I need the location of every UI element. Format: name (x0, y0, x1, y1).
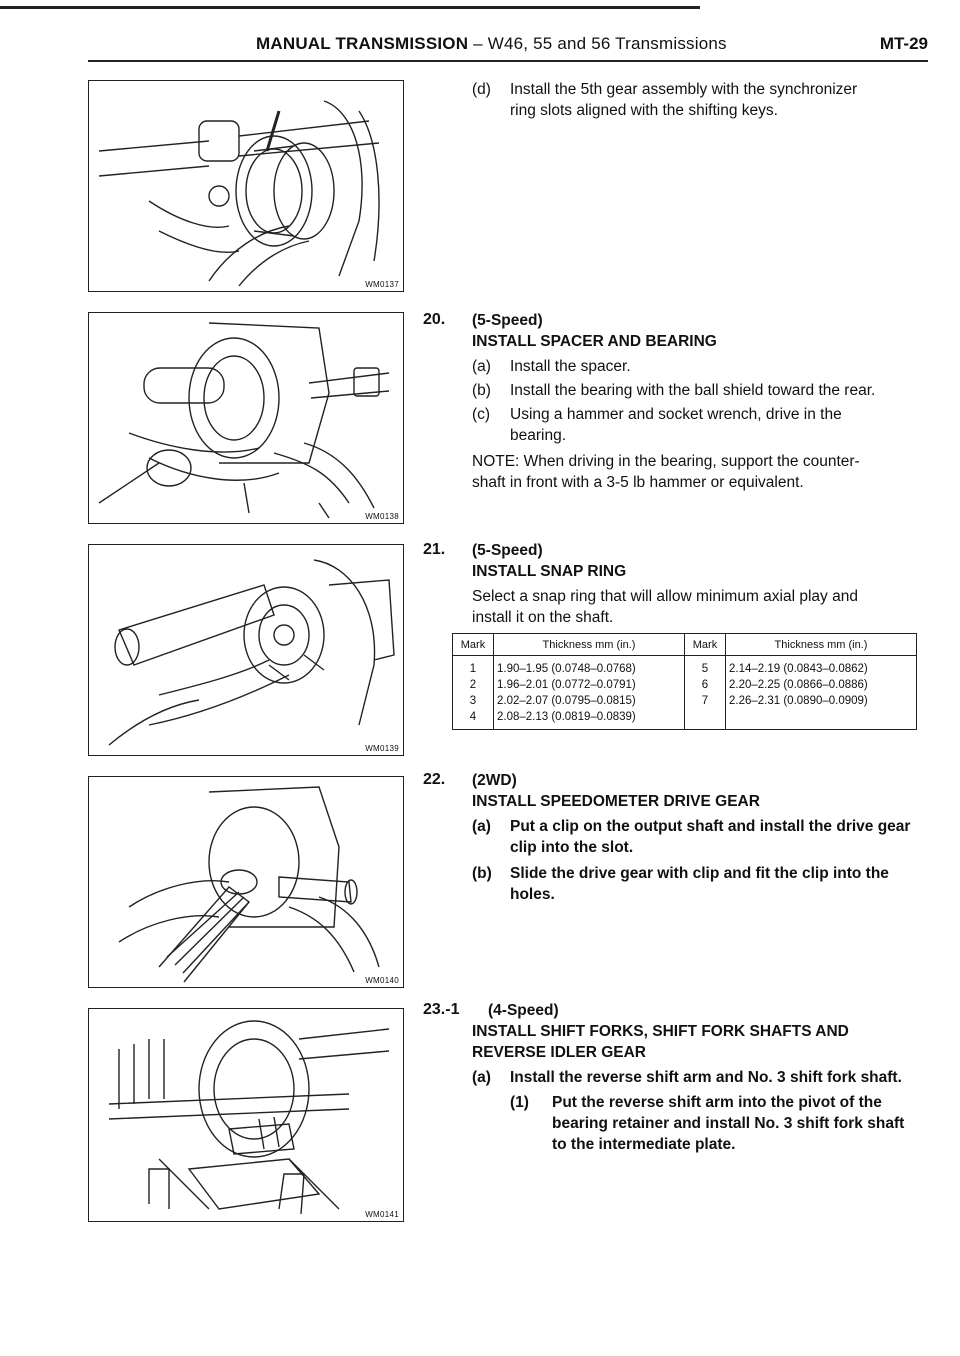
step-20-a-label: (a) (472, 358, 491, 375)
table-header-thickness: Thickness mm (in.) (725, 633, 917, 656)
figure-caption: WM0137 (365, 280, 399, 289)
figure-wm0139: WM0139 (88, 544, 404, 756)
figure-wm0137: WM0137 (88, 80, 404, 292)
top-rule (0, 6, 700, 9)
step-d-label: (d) (472, 81, 491, 98)
step-20-note-line2: shaft in front with a 3-5 lb hammer or e… (472, 474, 804, 491)
page-title: MANUAL TRANSMISSION – W46, 55 and 56 Tra… (256, 34, 727, 54)
page-header: MANUAL TRANSMISSION – W46, 55 and 56 Tra… (88, 30, 928, 62)
step-20-b-label: (b) (472, 382, 491, 399)
step-20-a-text: Install the spacer. (510, 358, 631, 375)
step-20-b-text: Install the bearing with the ball shield… (510, 382, 876, 399)
page-number: MT-29 (879, 34, 928, 53)
step-23-qualifier: (4-Speed) (488, 1002, 559, 1019)
step-22-b-line2: holes. (510, 886, 555, 903)
mark: 1 (469, 663, 477, 675)
figure-caption: WM0141 (365, 1210, 399, 1219)
table-header-row: Mark Thickness mm (in.) Mark Thickness m… (452, 633, 917, 656)
right-values-cell: 2.14–2.19 (0.0843–0.0862) 2.20–2.25 (0.0… (725, 655, 917, 730)
step-23-1-line3: to the intermediate plate. (552, 1136, 736, 1153)
snap-ring-table: Mark Thickness mm (in.) Mark Thickness m… (452, 633, 917, 730)
figure-wm0140: WM0140 (88, 776, 404, 988)
table-header-mark: Mark (684, 633, 726, 656)
step-23-1-line1: Put the reverse shift arm into the pivot… (552, 1094, 882, 1111)
left-marks-cell: 1 2 3 4 (452, 655, 494, 730)
step-20-qualifier: (5-Speed) (472, 312, 543, 329)
illustration-spacer-bearing (98, 322, 390, 519)
thickness-value: 2.14–2.19 (0.0843–0.0862) (729, 663, 868, 675)
illustration-snap-ring (108, 559, 395, 746)
mark: 2 (469, 679, 477, 691)
thickness-value: 2.20–2.25 (0.0866–0.0886) (729, 679, 868, 691)
step-22-title: INSTALL SPEEDOMETER DRIVE GEAR (472, 793, 760, 810)
thickness-value: 2.02–2.07 (0.0795–0.0815) (497, 695, 636, 707)
step-21-line2: install it on the shaft. (472, 609, 614, 626)
table-header-thickness: Thickness mm (in.) (493, 633, 685, 656)
thickness-value: 1.90–1.95 (0.0748–0.0768) (497, 663, 636, 675)
mark: 7 (701, 695, 709, 707)
figure-wm0141: WM0141 (88, 1008, 404, 1222)
illustration-5th-gear (98, 100, 380, 287)
step-22-number: 22. (423, 771, 446, 788)
step-22-a-label: (a) (472, 818, 491, 835)
thickness-value: 1.96–2.01 (0.0772–0.0791) (497, 679, 636, 691)
step-22-a-line1: Put a clip on the output shaft and insta… (510, 818, 911, 835)
step-d-line2: ring slots aligned with the shifting key… (510, 102, 778, 119)
step-22-a-line2: clip into the slot. (510, 839, 634, 856)
table-row: 1 2 3 4 1.90–1.95 (0.0748–0.0768) 1.96–2… (452, 655, 917, 730)
step-21-title: INSTALL SNAP RING (472, 563, 627, 580)
mark: 3 (469, 695, 477, 707)
figure-wm0138: WM0138 (88, 312, 404, 524)
step-23-a-label: (a) (472, 1069, 491, 1086)
title-rest: – W46, 55 and 56 Transmissions (468, 34, 727, 53)
step-23-1-line2: bearing retainer and install No. 3 shift… (552, 1115, 905, 1132)
step-23-title-line1: INSTALL SHIFT FORKS, SHIFT FORK SHAFTS A… (472, 1023, 849, 1040)
step-20-number: 20. (423, 311, 446, 328)
left-values-cell: 1.90–1.95 (0.0748–0.0768) 1.96–2.01 (0.0… (493, 655, 685, 730)
title-bold: MANUAL TRANSMISSION (256, 34, 469, 53)
step-20-c-line2: bearing. (510, 427, 567, 444)
illustration-speedometer-gear (118, 786, 380, 983)
thickness-value: 2.08–2.13 (0.0819–0.0839) (497, 711, 636, 723)
figure-caption: WM0138 (365, 512, 399, 521)
step-23-1-label: (1) (510, 1094, 529, 1111)
step-20-c-label: (c) (472, 406, 491, 423)
step-21-line1: Select a snap ring that will allow minim… (472, 588, 858, 605)
step-d-line1: Install the 5th gear assembly with the s… (510, 81, 858, 98)
step-20-c-line1: Using a hammer and socket wrench, drive … (510, 406, 842, 423)
step-21-number: 21. (423, 541, 446, 558)
table-header-mark: Mark (452, 633, 494, 656)
step-22-qualifier: (2WD) (472, 772, 517, 789)
step-23-a-text: Install the reverse shift arm and No. 3 … (510, 1069, 902, 1086)
step-23-title-line2: REVERSE IDLER GEAR (472, 1044, 646, 1061)
step-23-number: 23.-1 (423, 1001, 460, 1018)
step-20-note-line1: NOTE: When driving in the bearing, suppo… (472, 453, 860, 470)
step-21-qualifier: (5-Speed) (472, 542, 543, 559)
mark: 6 (701, 679, 709, 691)
figure-caption: WM0140 (365, 976, 399, 985)
step-22-b-line1: Slide the drive gear with clip and fit t… (510, 865, 889, 882)
right-marks-cell: 5 6 7 (684, 655, 726, 730)
step-20-title: INSTALL SPACER AND BEARING (472, 333, 717, 350)
thickness-value: 2.26–2.31 (0.0890–0.0909) (729, 695, 868, 707)
figure-caption: WM0139 (365, 744, 399, 753)
illustration-shift-forks (108, 1020, 390, 1215)
mark: 5 (701, 663, 709, 675)
step-22-b-label: (b) (472, 865, 492, 882)
mark: 4 (469, 711, 477, 723)
